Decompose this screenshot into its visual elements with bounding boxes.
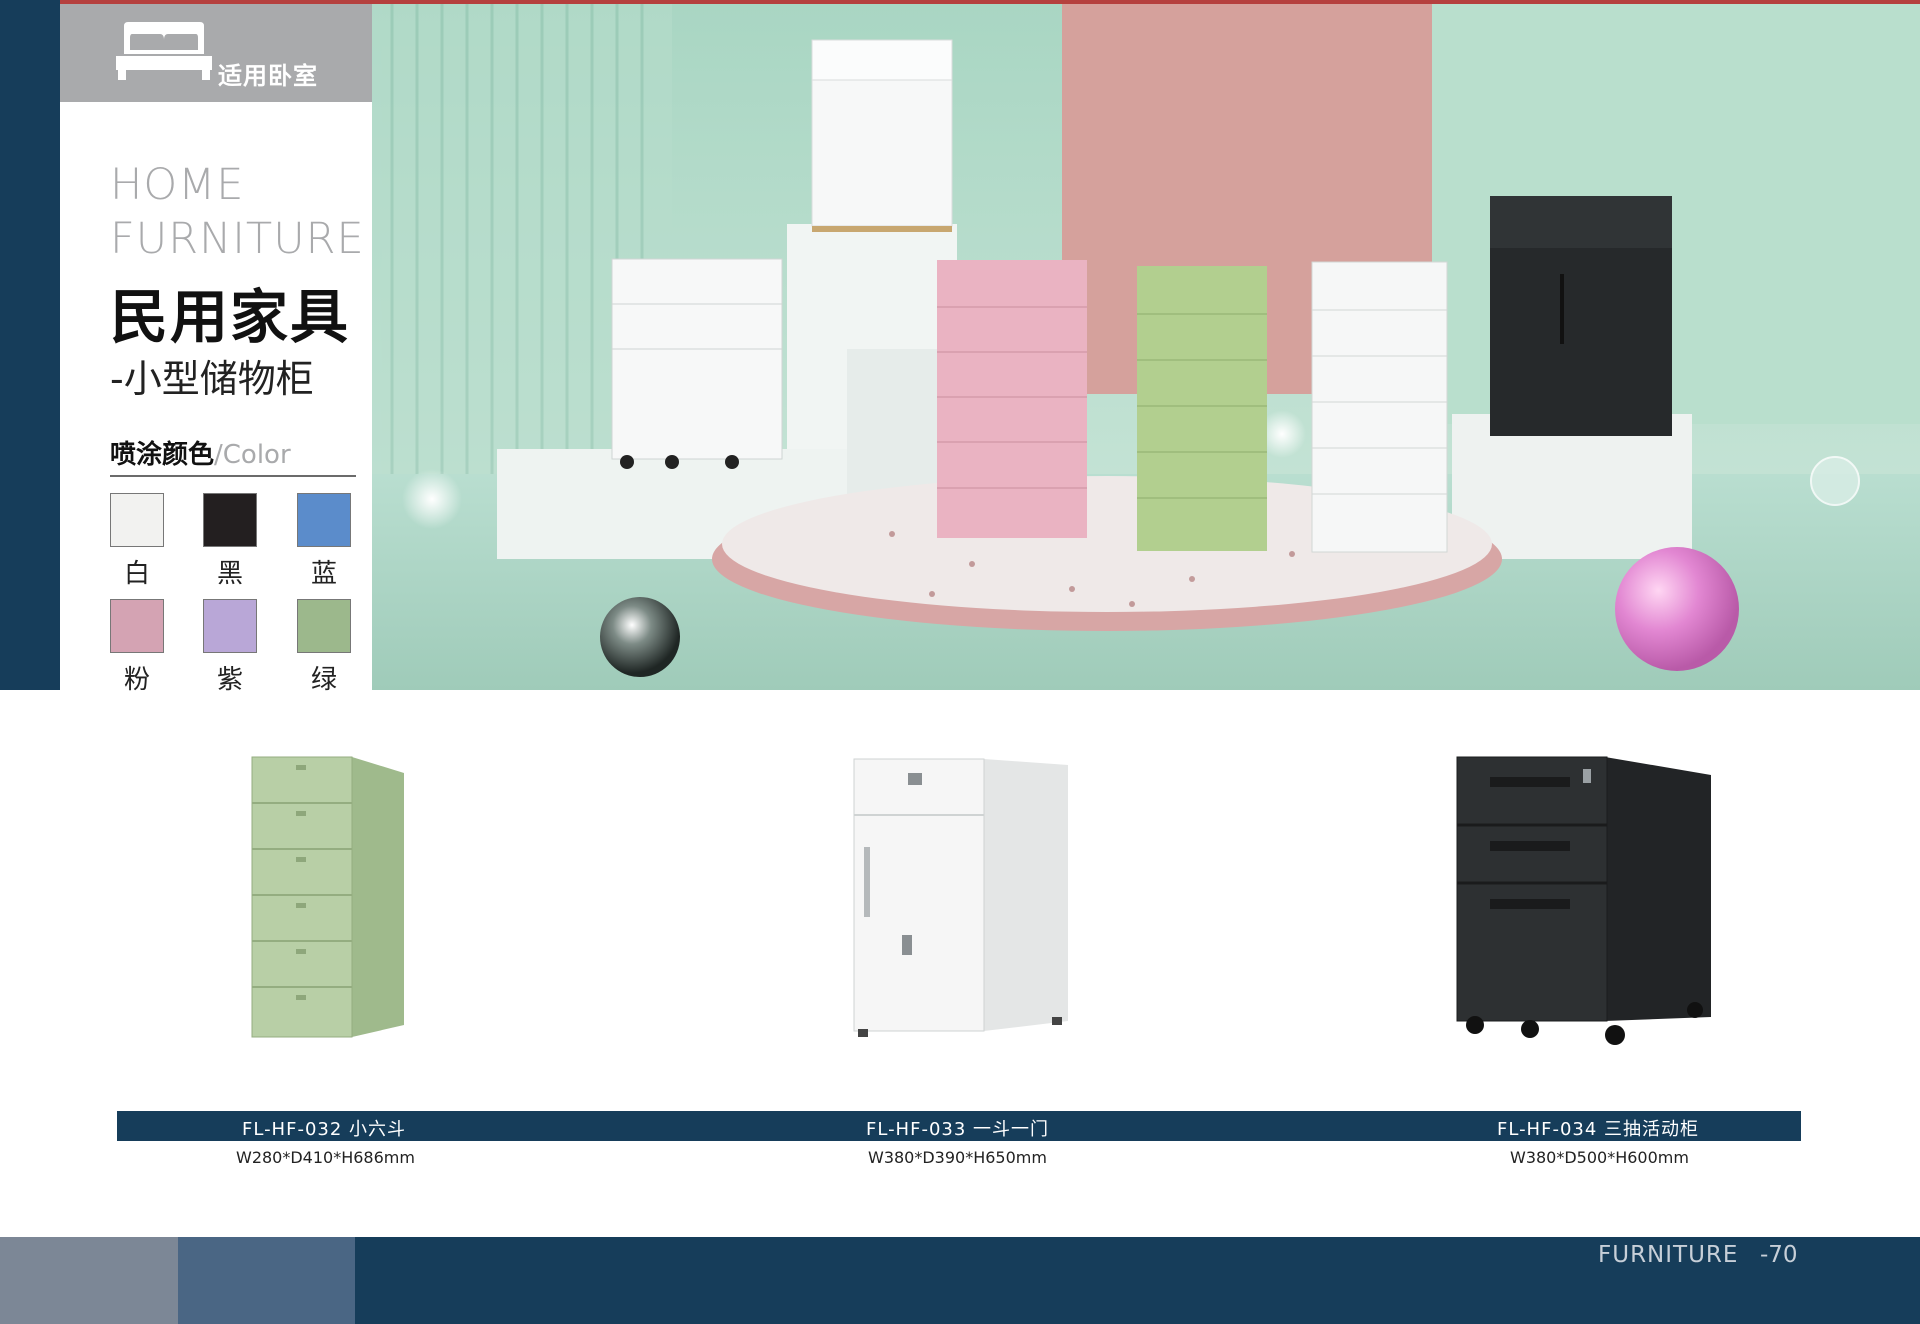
product-model-fl-hf-033: FL-HF-033 一斗一门 [866, 1119, 1050, 1140]
footer-brand: FURNITURE [1598, 1242, 1739, 1268]
bedroom-label: 适用卧室 [218, 62, 318, 90]
product-dims-fl-hf-034: W380*D500*H600mm [1510, 1148, 1689, 1167]
page-number: -70 [1760, 1242, 1798, 1268]
title-en-line2: FURNITURE [110, 214, 365, 264]
product-image-fl-hf-032 [251, 756, 404, 1038]
swatch-blue [297, 493, 351, 547]
product-image-fl-hf-034 [1456, 756, 1711, 1045]
swatch-label-purple: 紫 [216, 665, 243, 695]
footer-block-gray [0, 1237, 178, 1324]
swatch-label-green: 绿 [310, 665, 337, 695]
color-divider [110, 475, 356, 477]
left-navy-bar [0, 0, 60, 690]
product-image-fl-hf-033 [853, 758, 1068, 1037]
swatch-label-white: 白 [123, 559, 150, 589]
product-model-fl-hf-032: FL-HF-032 小六斗 [242, 1119, 407, 1140]
color-heading: 喷涂颜色/Color [110, 434, 291, 471]
top-accent-rule [0, 0, 1920, 4]
swatch-green [297, 599, 351, 653]
swatch-black [203, 493, 257, 547]
swatch-label-pink: 粉 [123, 665, 150, 695]
swatch-white [110, 493, 164, 547]
swatch-pink [110, 599, 164, 653]
product-model-fl-hf-034: FL-HF-034 三抽活动柜 [1497, 1119, 1700, 1140]
title-en-line1: HOME [110, 160, 245, 210]
product-dims-fl-hf-032: W280*D410*H686mm [236, 1148, 415, 1167]
bed-icon [116, 22, 212, 80]
product-dims-fl-hf-033: W380*D390*H650mm [868, 1148, 1047, 1167]
color-heading-cn: 喷涂颜色 [110, 440, 215, 470]
swatch-label-black: 黑 [216, 559, 243, 589]
hero-product-photo [372, 4, 1920, 690]
swatch-label-blue: 蓝 [310, 559, 337, 589]
product-info-bar [117, 1111, 1801, 1141]
page-title-cn: 民用家具 [110, 283, 351, 351]
footer-block-blue [178, 1237, 355, 1324]
swatch-purple [203, 599, 257, 653]
color-heading-en: /Color [214, 440, 291, 470]
page-subtitle-cn: -小型储物柜 [110, 357, 314, 401]
home-furniture-title: HOME FURNITURE [110, 158, 365, 266]
bedroom-tag: 适用卧室 [60, 4, 372, 102]
